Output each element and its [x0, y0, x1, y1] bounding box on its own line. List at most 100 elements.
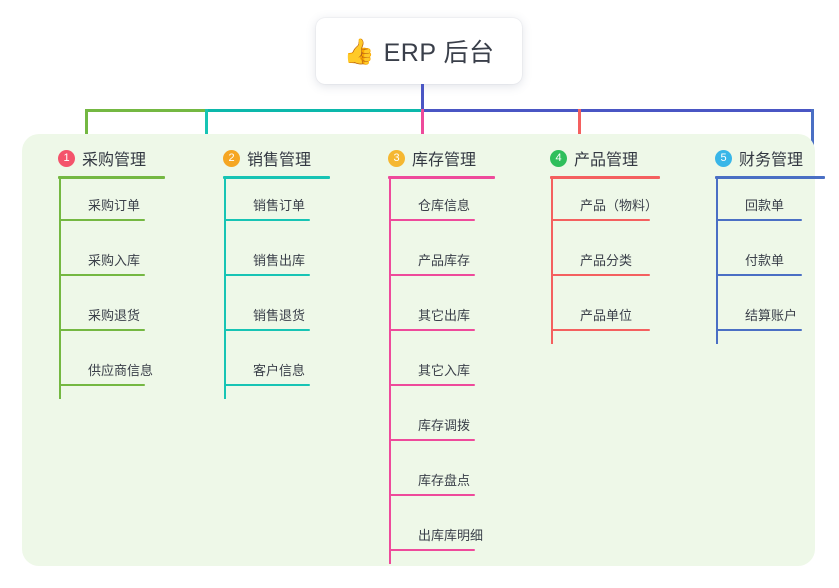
- leaf-item-label: 采购入库: [88, 253, 141, 268]
- leaf-item[interactable]: 销售订单: [224, 179, 310, 234]
- leaf-item-label: 仓库信息: [418, 198, 471, 213]
- column-header-2[interactable]: 2 销售管理: [205, 146, 311, 170]
- bus-segment-right: [422, 109, 814, 112]
- leaf-item[interactable]: 其它入库: [389, 344, 475, 399]
- leaf-item[interactable]: 仓库信息: [389, 179, 475, 234]
- leaf-item-rule: [224, 384, 310, 386]
- leaf-item[interactable]: 客户信息: [224, 344, 310, 399]
- leaf-item-rule: [224, 274, 310, 276]
- leaf-item[interactable]: 付款单: [716, 234, 802, 289]
- column-badge-1: 1: [58, 149, 75, 167]
- bus-segment-middle: [206, 109, 422, 112]
- leaf-item-label: 回款单: [745, 198, 785, 213]
- leaf-item[interactable]: 库存调拨: [389, 399, 475, 454]
- root-node-erp-backend[interactable]: 👍 ERP 后台: [316, 18, 522, 84]
- drop-connector-col4: [578, 109, 581, 151]
- leaf-item-rule: [551, 329, 650, 331]
- leaf-item-label: 销售订单: [253, 198, 306, 213]
- column-badge-4: 4: [550, 149, 567, 167]
- leaf-item-label: 产品单位: [580, 308, 633, 323]
- leaf-item-rule: [389, 494, 475, 496]
- leaf-item-rule: [224, 329, 310, 331]
- column-spine-4: [551, 177, 553, 344]
- leaf-item-label: 库存调拨: [418, 418, 471, 433]
- leaf-item-rule: [59, 274, 145, 276]
- leaf-item-label: 结算账户: [745, 308, 798, 323]
- leaf-item[interactable]: 产品分类: [551, 234, 650, 289]
- leaf-item[interactable]: 采购退货: [59, 289, 145, 344]
- drop-connector-col2: [205, 109, 208, 151]
- leaf-item[interactable]: 结算账户: [716, 289, 802, 344]
- leaf-item-rule: [551, 219, 650, 221]
- leaf-item-label: 库存盘点: [418, 473, 471, 488]
- leaf-item-label: 供应商信息: [88, 363, 154, 378]
- column-spine-2: [224, 177, 226, 399]
- leaf-item[interactable]: 产品库存: [389, 234, 475, 289]
- drop-connector-col1: [85, 109, 88, 151]
- column-header-rule-1: [58, 176, 165, 179]
- column-badge-2: 2: [223, 149, 240, 167]
- column-1: 1 采购管理采购订单采购入库采购退货供应商信息: [40, 146, 165, 399]
- column-header-rule-3: [388, 176, 495, 179]
- leaf-item-rule: [716, 219, 802, 221]
- leaf-item[interactable]: 出库库明细: [389, 509, 483, 564]
- column-spine-1: [59, 177, 61, 399]
- leaf-item-label: 产品（物料）: [580, 198, 659, 213]
- leaf-item[interactable]: 采购入库: [59, 234, 145, 289]
- leaf-item-rule: [716, 329, 802, 331]
- leaf-item[interactable]: 库存盘点: [389, 454, 475, 509]
- column-header-rule-2: [223, 176, 330, 179]
- leaf-item-rule: [59, 384, 145, 386]
- leaf-item-label: 产品库存: [418, 253, 471, 268]
- leaf-item[interactable]: 供应商信息: [59, 344, 153, 399]
- column-header-4[interactable]: 4 产品管理: [532, 146, 638, 170]
- leaf-item[interactable]: 其它出库: [389, 289, 475, 344]
- leaf-item-label: 销售退货: [253, 308, 306, 323]
- leaf-item[interactable]: 销售出库: [224, 234, 310, 289]
- root-node-title: ERP 后台: [383, 39, 495, 67]
- leaf-item-label: 销售出库: [253, 253, 306, 268]
- leaf-item-label: 采购退货: [88, 308, 141, 323]
- leaf-item[interactable]: 产品（物料）: [551, 179, 658, 234]
- column-2: 2 销售管理销售订单销售出库销售退货客户信息: [205, 146, 330, 399]
- leaf-item-rule: [389, 384, 475, 386]
- leaf-item-rule: [389, 329, 475, 331]
- leaf-item-rule: [389, 274, 475, 276]
- column-title-2: 销售管理: [247, 152, 312, 169]
- column-title-3: 库存管理: [412, 152, 477, 169]
- leaf-item-label: 其它入库: [418, 363, 471, 378]
- leaf-item-rule: [389, 549, 475, 551]
- column-spine-5: [716, 177, 718, 344]
- leaf-item-label: 其它出库: [418, 308, 471, 323]
- drop-connector-col5: [811, 109, 814, 151]
- column-title-4: 产品管理: [574, 152, 639, 169]
- bus-segment-left: [85, 109, 206, 112]
- leaf-item-label: 产品分类: [580, 253, 633, 268]
- column-badge-3: 3: [388, 149, 405, 167]
- leaf-item-label: 付款单: [745, 253, 785, 268]
- column-title-1: 采购管理: [82, 152, 147, 169]
- leaf-item[interactable]: 采购订单: [59, 179, 145, 234]
- leaf-item[interactable]: 销售退货: [224, 289, 310, 344]
- root-stem-connector: [421, 84, 424, 110]
- leaf-item-rule: [389, 439, 475, 441]
- leaf-item-rule: [59, 329, 145, 331]
- column-4: 4 产品管理产品（物料） 产品分类产品单位: [532, 146, 660, 344]
- column-header-3[interactable]: 3 库存管理: [370, 146, 476, 170]
- leaf-item[interactable]: 产品单位: [551, 289, 650, 344]
- leaf-item-rule: [224, 219, 310, 221]
- leaf-item[interactable]: 回款单: [716, 179, 802, 234]
- leaf-item-rule: [389, 219, 475, 221]
- thumbs-up-emoji: 👍: [343, 37, 375, 66]
- column-header-rule-4: [550, 176, 660, 179]
- leaf-item-rule: [716, 274, 802, 276]
- column-header-rule-5: [715, 176, 825, 179]
- leaf-item-label: 采购订单: [88, 198, 141, 213]
- column-badge-5: 5: [715, 149, 732, 167]
- column-header-1[interactable]: 1 采购管理: [40, 146, 146, 170]
- leaf-item-rule: [59, 219, 145, 221]
- drop-connector-col3: [421, 109, 424, 151]
